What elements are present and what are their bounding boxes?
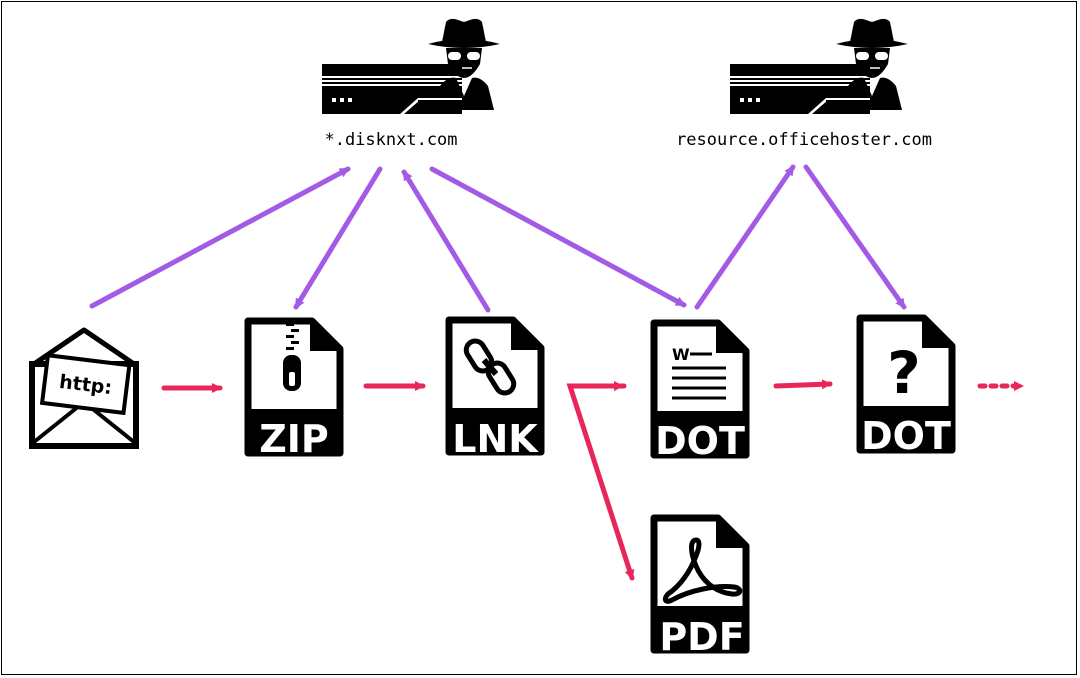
lnk-label: LNK <box>452 417 539 461</box>
acrobat-icon <box>662 537 743 604</box>
text-lines <box>672 352 726 400</box>
hacker-server-icon <box>322 18 501 114</box>
dot-unknown-file-node: ? DOT <box>858 318 954 458</box>
flow-arrows <box>161 379 1025 581</box>
arrow-dot-to-dot2 <box>773 379 833 390</box>
dot-file-node: W DOT <box>652 323 748 463</box>
chain-link-icon <box>463 338 517 396</box>
question-mark-icon: ? <box>887 339 921 407</box>
arrow-lnk-to-pdf <box>566 383 635 581</box>
arrow-email-to-disknxt <box>89 166 351 309</box>
lnk-file-node: LNK <box>447 320 543 461</box>
server-label-disknxt: *.disknxt.com <box>324 130 457 150</box>
arrow-officehoster-to-dot2 <box>803 164 907 310</box>
pdf-label: PDF <box>659 615 744 659</box>
pdf-file-node: PDF <box>652 518 748 659</box>
dot-label: DOT <box>655 419 745 463</box>
server-disknxt: *.disknxt.com <box>322 18 501 150</box>
server-officehoster: resource.officehoster.com <box>676 18 932 150</box>
email-envelope-icon: http: <box>29 327 139 449</box>
network-arrows <box>89 164 907 313</box>
server-label-officehoster: resource.officehoster.com <box>676 130 932 150</box>
arrow-dot-to-officehoster <box>694 164 796 310</box>
zipper-icon <box>283 323 301 391</box>
zip-file-node: ZIP <box>246 321 342 461</box>
hacker-server-icon <box>730 18 909 114</box>
arrow-disknxt-to-dot <box>429 166 687 308</box>
zip-label: ZIP <box>259 417 329 461</box>
arrow-disknxt-to-zip <box>293 166 383 310</box>
arrow-lnk-to-disknxt <box>401 169 491 313</box>
dot-unknown-label: DOT <box>861 414 951 458</box>
word-glyph: W <box>672 345 690 364</box>
